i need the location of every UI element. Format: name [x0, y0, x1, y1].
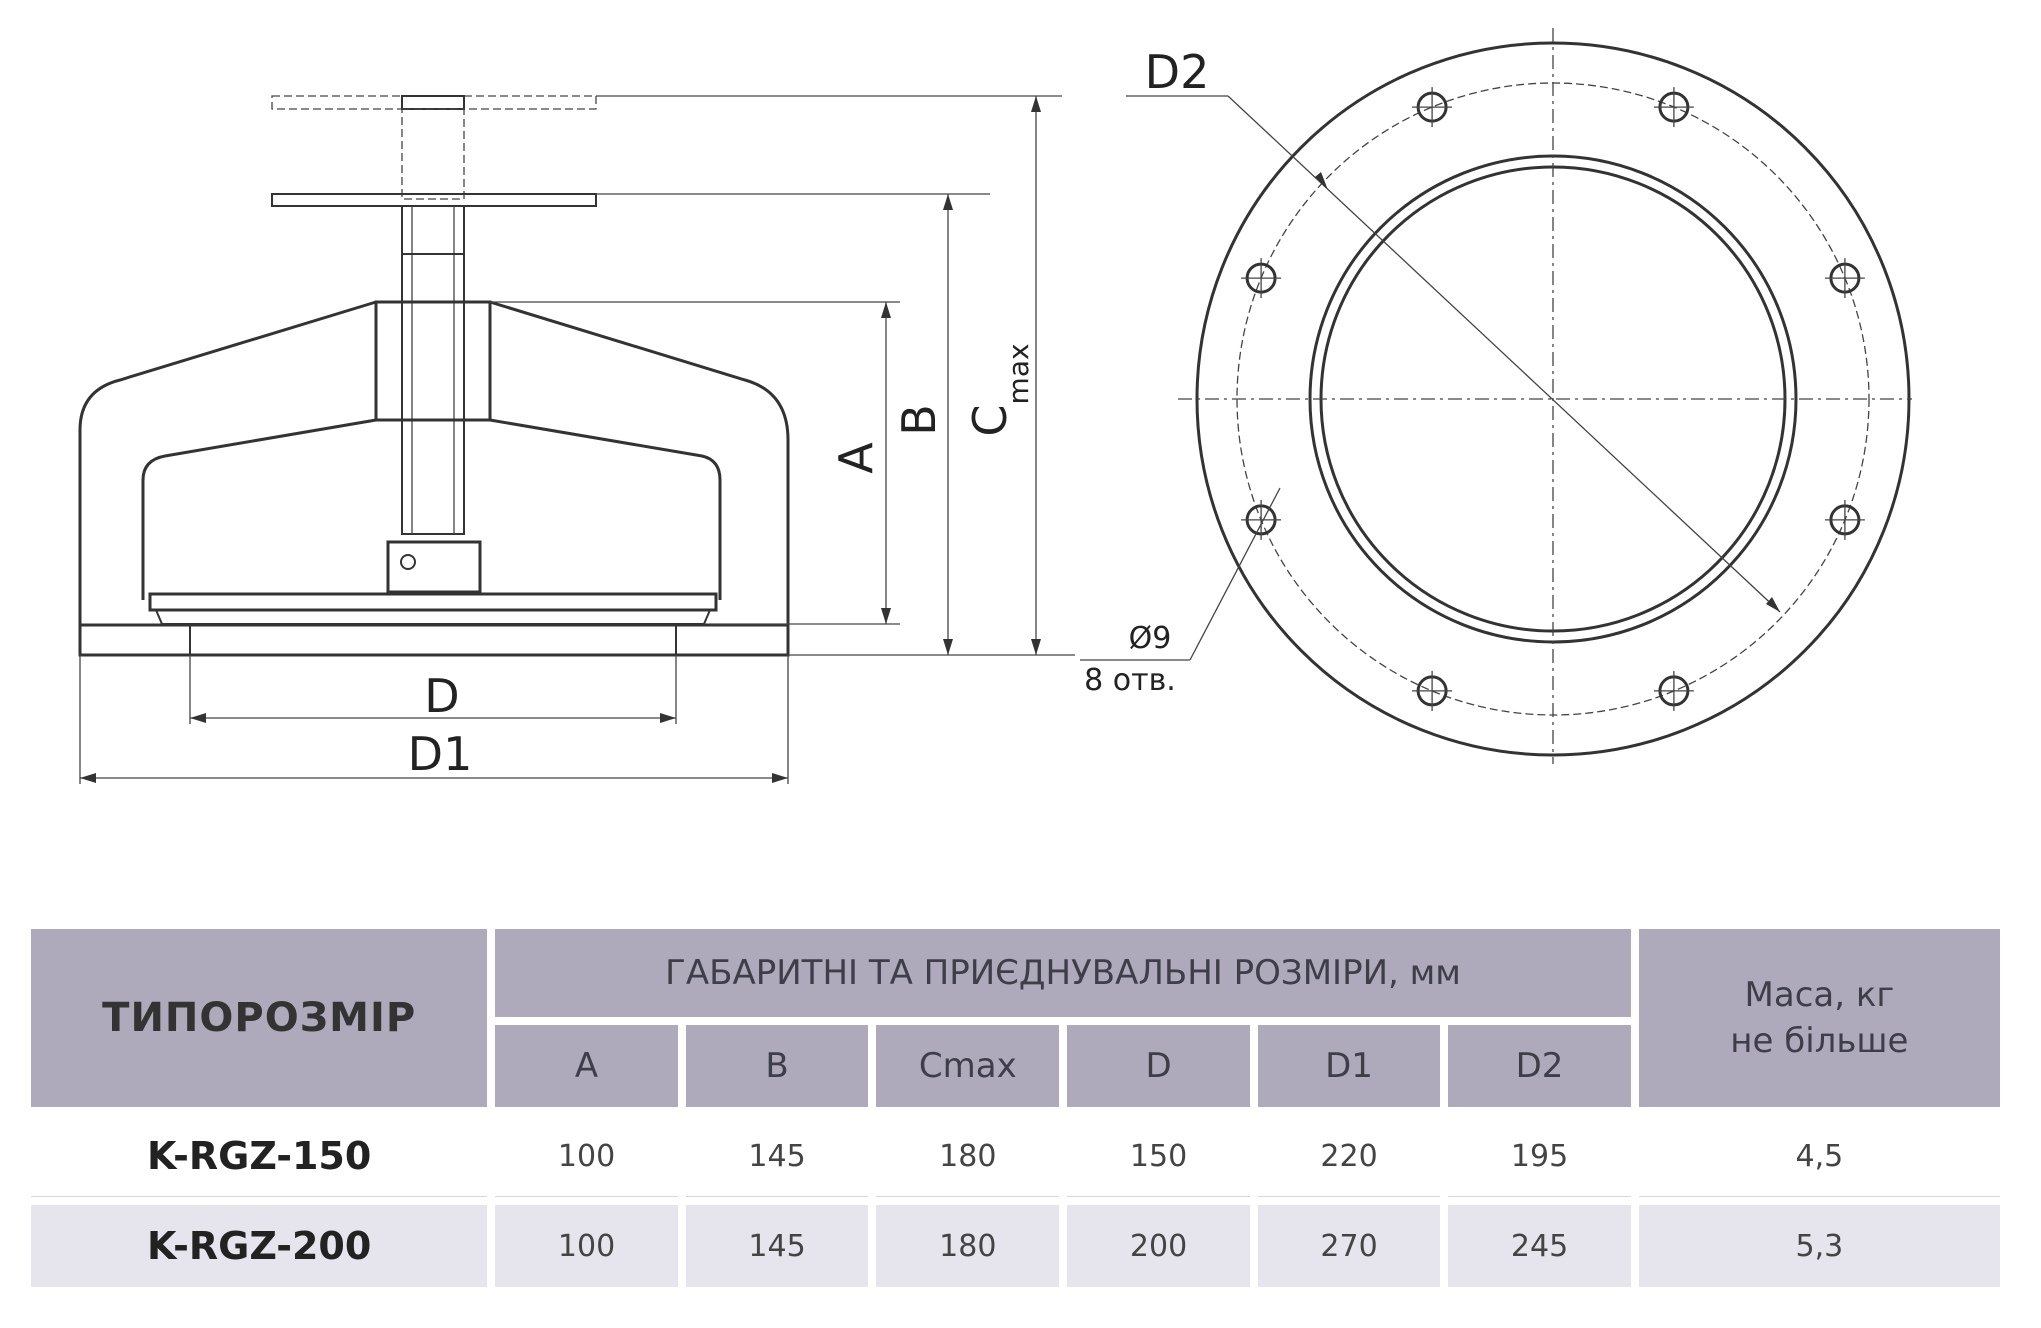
row-value-a: 100 — [495, 1205, 678, 1287]
row-value-d: 150 — [1067, 1115, 1250, 1197]
label-c-main: C — [963, 404, 1017, 436]
nut-block — [374, 300, 492, 422]
screw-rod — [401, 205, 465, 535]
screw-upper — [401, 108, 465, 200]
row-model: K-RGZ-150 — [31, 1115, 488, 1197]
label-a: A — [829, 442, 883, 474]
header-col-d2: D2 — [1448, 1025, 1631, 1107]
label-c-sub: max — [1002, 343, 1035, 404]
header-mass-line1: Маса, кг — [1744, 975, 1895, 1015]
row-mass: 5,3 — [1638, 1205, 2000, 1287]
row-value-d: 200 — [1067, 1205, 1250, 1287]
pressure-plate — [148, 592, 718, 612]
label-b: B — [892, 404, 946, 436]
header-col-a: A — [495, 1025, 678, 1107]
row-value-cmax: 180 — [876, 1205, 1060, 1287]
row-value-b: 145 — [685, 1115, 869, 1197]
side-view — [78, 95, 790, 657]
header-col-b: B — [685, 1025, 869, 1107]
body-outer — [78, 300, 790, 625]
row-value-d2: 195 — [1448, 1115, 1631, 1197]
row-value-d1: 270 — [1257, 1205, 1441, 1287]
row-value-d1: 220 — [1257, 1115, 1441, 1197]
header-model: ТИПОРОЗМІР — [31, 929, 488, 1107]
row-model: K-RGZ-200 — [31, 1205, 488, 1287]
label-c: Cmax — [963, 343, 1035, 436]
header-mass-line2: не більше — [1730, 1021, 1909, 1061]
handwheel-lower — [271, 193, 597, 207]
handwheel-upper — [271, 95, 597, 110]
pressure-block — [386, 540, 482, 594]
header-col-d1: D1 — [1257, 1025, 1441, 1107]
row-value-cmax: 180 — [876, 1115, 1060, 1197]
row-value-b: 145 — [685, 1205, 869, 1287]
label-d: D — [424, 669, 459, 723]
body-inner — [141, 418, 722, 600]
row-value-a: 100 — [495, 1115, 678, 1197]
side-view-dimensions: A B Cmax D D1 — [79, 95, 1075, 784]
header-mass: Маса, кг не більше — [1638, 929, 2000, 1107]
base-plate — [78, 623, 790, 657]
header-col-d: D — [1067, 1025, 1250, 1107]
header-dimensions: ГАБАРИТНІ ТА ПРИЄДНУВАЛЬНІ РОЗМІРИ, мм — [495, 929, 1631, 1017]
bolt-holes — [1241, 87, 1865, 711]
technical-drawing: A B Cmax D D1 D2 Ø9 8 отв. — [78, 28, 1912, 784]
label-d1: D1 — [408, 727, 473, 781]
table-row: K-RGZ-150 100 145 180 150 220 195 4,5 — [31, 1115, 2000, 1197]
table-row: K-RGZ-200 100 145 180 200 270 245 5,3 — [31, 1205, 2000, 1287]
row-value-d2: 245 — [1448, 1205, 1631, 1287]
spec-table: ТИПОРОЗМІР ГАБАРИТНІ ТА ПРИЄДНУВАЛЬНІ РО… — [23, 921, 2008, 1295]
label-hole-count: 8 отв. — [1084, 663, 1176, 698]
label-d2: D2 — [1145, 45, 1210, 99]
top-view: D2 Ø9 8 отв. — [1080, 28, 1912, 764]
header-col-cmax: Cmax — [876, 1025, 1060, 1107]
label-hole-diameter: Ø9 — [1129, 621, 1172, 656]
row-mass: 4,5 — [1638, 1115, 2000, 1197]
